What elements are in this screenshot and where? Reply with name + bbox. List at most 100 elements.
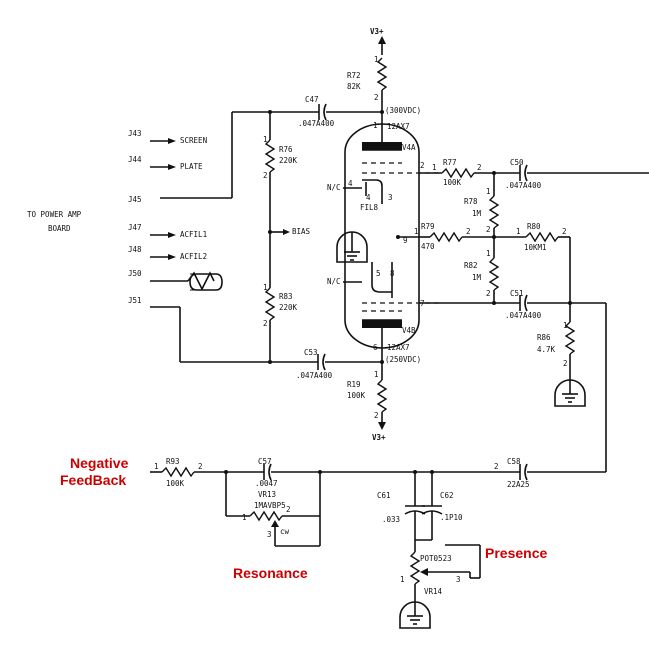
svg-text:R19: R19 — [347, 380, 361, 389]
c47-label: C47 — [305, 95, 319, 104]
resistor-r19: R19 100K 1 2 V3+ — [347, 370, 388, 442]
resistor-r72: R72 82K 1 2 — [347, 55, 388, 112]
svg-text:1: 1 — [486, 249, 491, 258]
connector-j48: J48 ACFIL2 — [128, 245, 207, 261]
svg-text:R86: R86 — [537, 333, 551, 342]
svg-text:FIL8: FIL8 — [360, 203, 379, 212]
svg-text:C50: C50 — [510, 158, 524, 167]
svg-text:3: 3 — [388, 193, 393, 202]
svg-text:R93: R93 — [166, 457, 180, 466]
resistor-r93: R93 100K 1 2 — [150, 457, 264, 488]
svg-text:1: 1 — [400, 575, 405, 584]
svg-text:R79: R79 — [421, 222, 435, 231]
capacitor-c62: C62 .1P10 — [415, 470, 463, 541]
svg-text:2: 2 — [477, 163, 482, 172]
svg-text:1M: 1M — [472, 273, 482, 282]
svg-text:.047A400: .047A400 — [505, 181, 542, 190]
svg-text:3: 3 — [456, 575, 461, 584]
svg-text:J48: J48 — [128, 245, 142, 254]
svg-text:1: 1 — [263, 283, 268, 292]
svg-text:3: 3 — [267, 530, 272, 539]
svg-text:1: 1 — [242, 513, 247, 522]
ground-vr14 — [399, 601, 431, 629]
svg-text:1: 1 — [154, 462, 159, 471]
svg-text:.047A400: .047A400 — [296, 371, 333, 380]
svg-text:POT0523: POT0523 — [420, 554, 452, 563]
svg-text:.033: .033 — [382, 515, 400, 524]
resistor-r83: R83 220K 1 2 — [263, 283, 298, 364]
capacitor-c57: C57 .0047 — [255, 457, 520, 488]
resistor-r76: R76 220K 1 2 — [263, 110, 298, 288]
svg-text:.047A400: .047A400 — [505, 311, 542, 320]
svg-text:PLATE: PLATE — [180, 162, 203, 171]
connector-j47: J47 ACFIL1 — [128, 223, 207, 239]
capacitor-c61: C61 .033 — [377, 470, 426, 540]
svg-text:1MAVBP5: 1MAVBP5 — [254, 501, 286, 510]
v4b-name: V4B — [402, 326, 416, 335]
svg-text:cw: cw — [280, 527, 290, 536]
annotation-presence: Presence — [485, 545, 547, 561]
svg-text:ACFIL1: ACFIL1 — [180, 230, 207, 239]
connector-j50: J50 — [128, 269, 223, 291]
svg-text:C61: C61 — [377, 491, 391, 500]
svg-text:J50: J50 — [128, 269, 142, 278]
capacitor-c58: C58 22A25 2 — [494, 457, 606, 489]
svg-text:9: 9 — [403, 236, 408, 245]
svg-text:100K: 100K — [443, 178, 462, 187]
power-board-label-1: TO POWER AMP — [27, 210, 82, 219]
svg-text:10KM1: 10KM1 — [524, 243, 547, 252]
svg-text:6: 6 — [373, 343, 378, 352]
svg-text:4: 4 — [348, 179, 353, 188]
svg-text:2: 2 — [420, 161, 425, 170]
svg-text:.0047: .0047 — [255, 479, 278, 488]
connector-j44: J44 PLATE — [128, 155, 203, 171]
capacitor-c51: C51 .047A400 — [419, 289, 607, 472]
svg-text:C58: C58 — [507, 457, 521, 466]
svg-text:8: 8 — [390, 269, 395, 278]
top-supply: V3+ — [370, 27, 386, 55]
top-supply-label: V3+ — [370, 27, 384, 36]
resistor-r86: R86 4.7K 1 2 — [537, 321, 576, 380]
pot-vr13: VR13 1MAVBP5 1 2 3 cw — [224, 470, 322, 547]
annotation-resonance: Resonance — [233, 565, 308, 581]
svg-text:VR14: VR14 — [424, 587, 443, 596]
resistor-r82: R82 1M 1 2 — [464, 237, 500, 305]
svg-text:R77: R77 — [443, 158, 457, 167]
svg-text:R83: R83 — [279, 292, 293, 301]
connector-j45: J45 — [128, 195, 142, 204]
v4b-type: 12AX7 — [387, 343, 410, 352]
svg-text:2: 2 — [374, 411, 379, 420]
svg-text:1: 1 — [563, 321, 568, 330]
svg-text:2: 2 — [286, 505, 291, 514]
v4a-plate-voltage: (300VDC) — [385, 106, 421, 115]
r72-value: 82K — [347, 82, 361, 91]
tube-filament: N/C 4 4 3 FIL8 N/C 5 8 — [327, 179, 395, 298]
v4a-name: V4A — [402, 143, 416, 152]
svg-text:2: 2 — [466, 227, 471, 236]
svg-text:1: 1 — [486, 187, 491, 196]
svg-text:VR13: VR13 — [258, 490, 276, 499]
resistor-r79: R79 470 1 2 — [414, 222, 494, 251]
svg-text:BIAS: BIAS — [292, 227, 311, 236]
pot-vr14: POT0523 VR14 1 3 — [400, 540, 481, 602]
svg-text:1M: 1M — [472, 209, 482, 218]
bottom-supply-label: V3+ — [372, 433, 386, 442]
r72-label: R72 — [347, 71, 361, 80]
annotation-feedback: FeedBack — [60, 472, 126, 488]
svg-text:ACFIL2: ACFIL2 — [180, 252, 207, 261]
svg-text:1: 1 — [516, 227, 521, 236]
svg-text:100K: 100K — [347, 391, 366, 400]
svg-text:J51: J51 — [128, 296, 142, 305]
svg-text:R82: R82 — [464, 261, 478, 270]
svg-text:2: 2 — [198, 462, 203, 471]
svg-text:1: 1 — [373, 121, 378, 130]
resistor-r78: R78 1M 1 2 — [464, 173, 500, 239]
svg-text:1: 1 — [263, 135, 268, 144]
svg-text:1: 1 — [414, 227, 419, 236]
resistor-r80: R80 10KM1 1 2 — [494, 222, 571, 322]
svg-text:N/C: N/C — [327, 183, 341, 192]
tube-v4b: 7 6 V4B 12AX7 (250VDC) — [344, 299, 440, 380]
svg-text:2: 2 — [486, 289, 491, 298]
svg-text:R78: R78 — [464, 197, 478, 206]
